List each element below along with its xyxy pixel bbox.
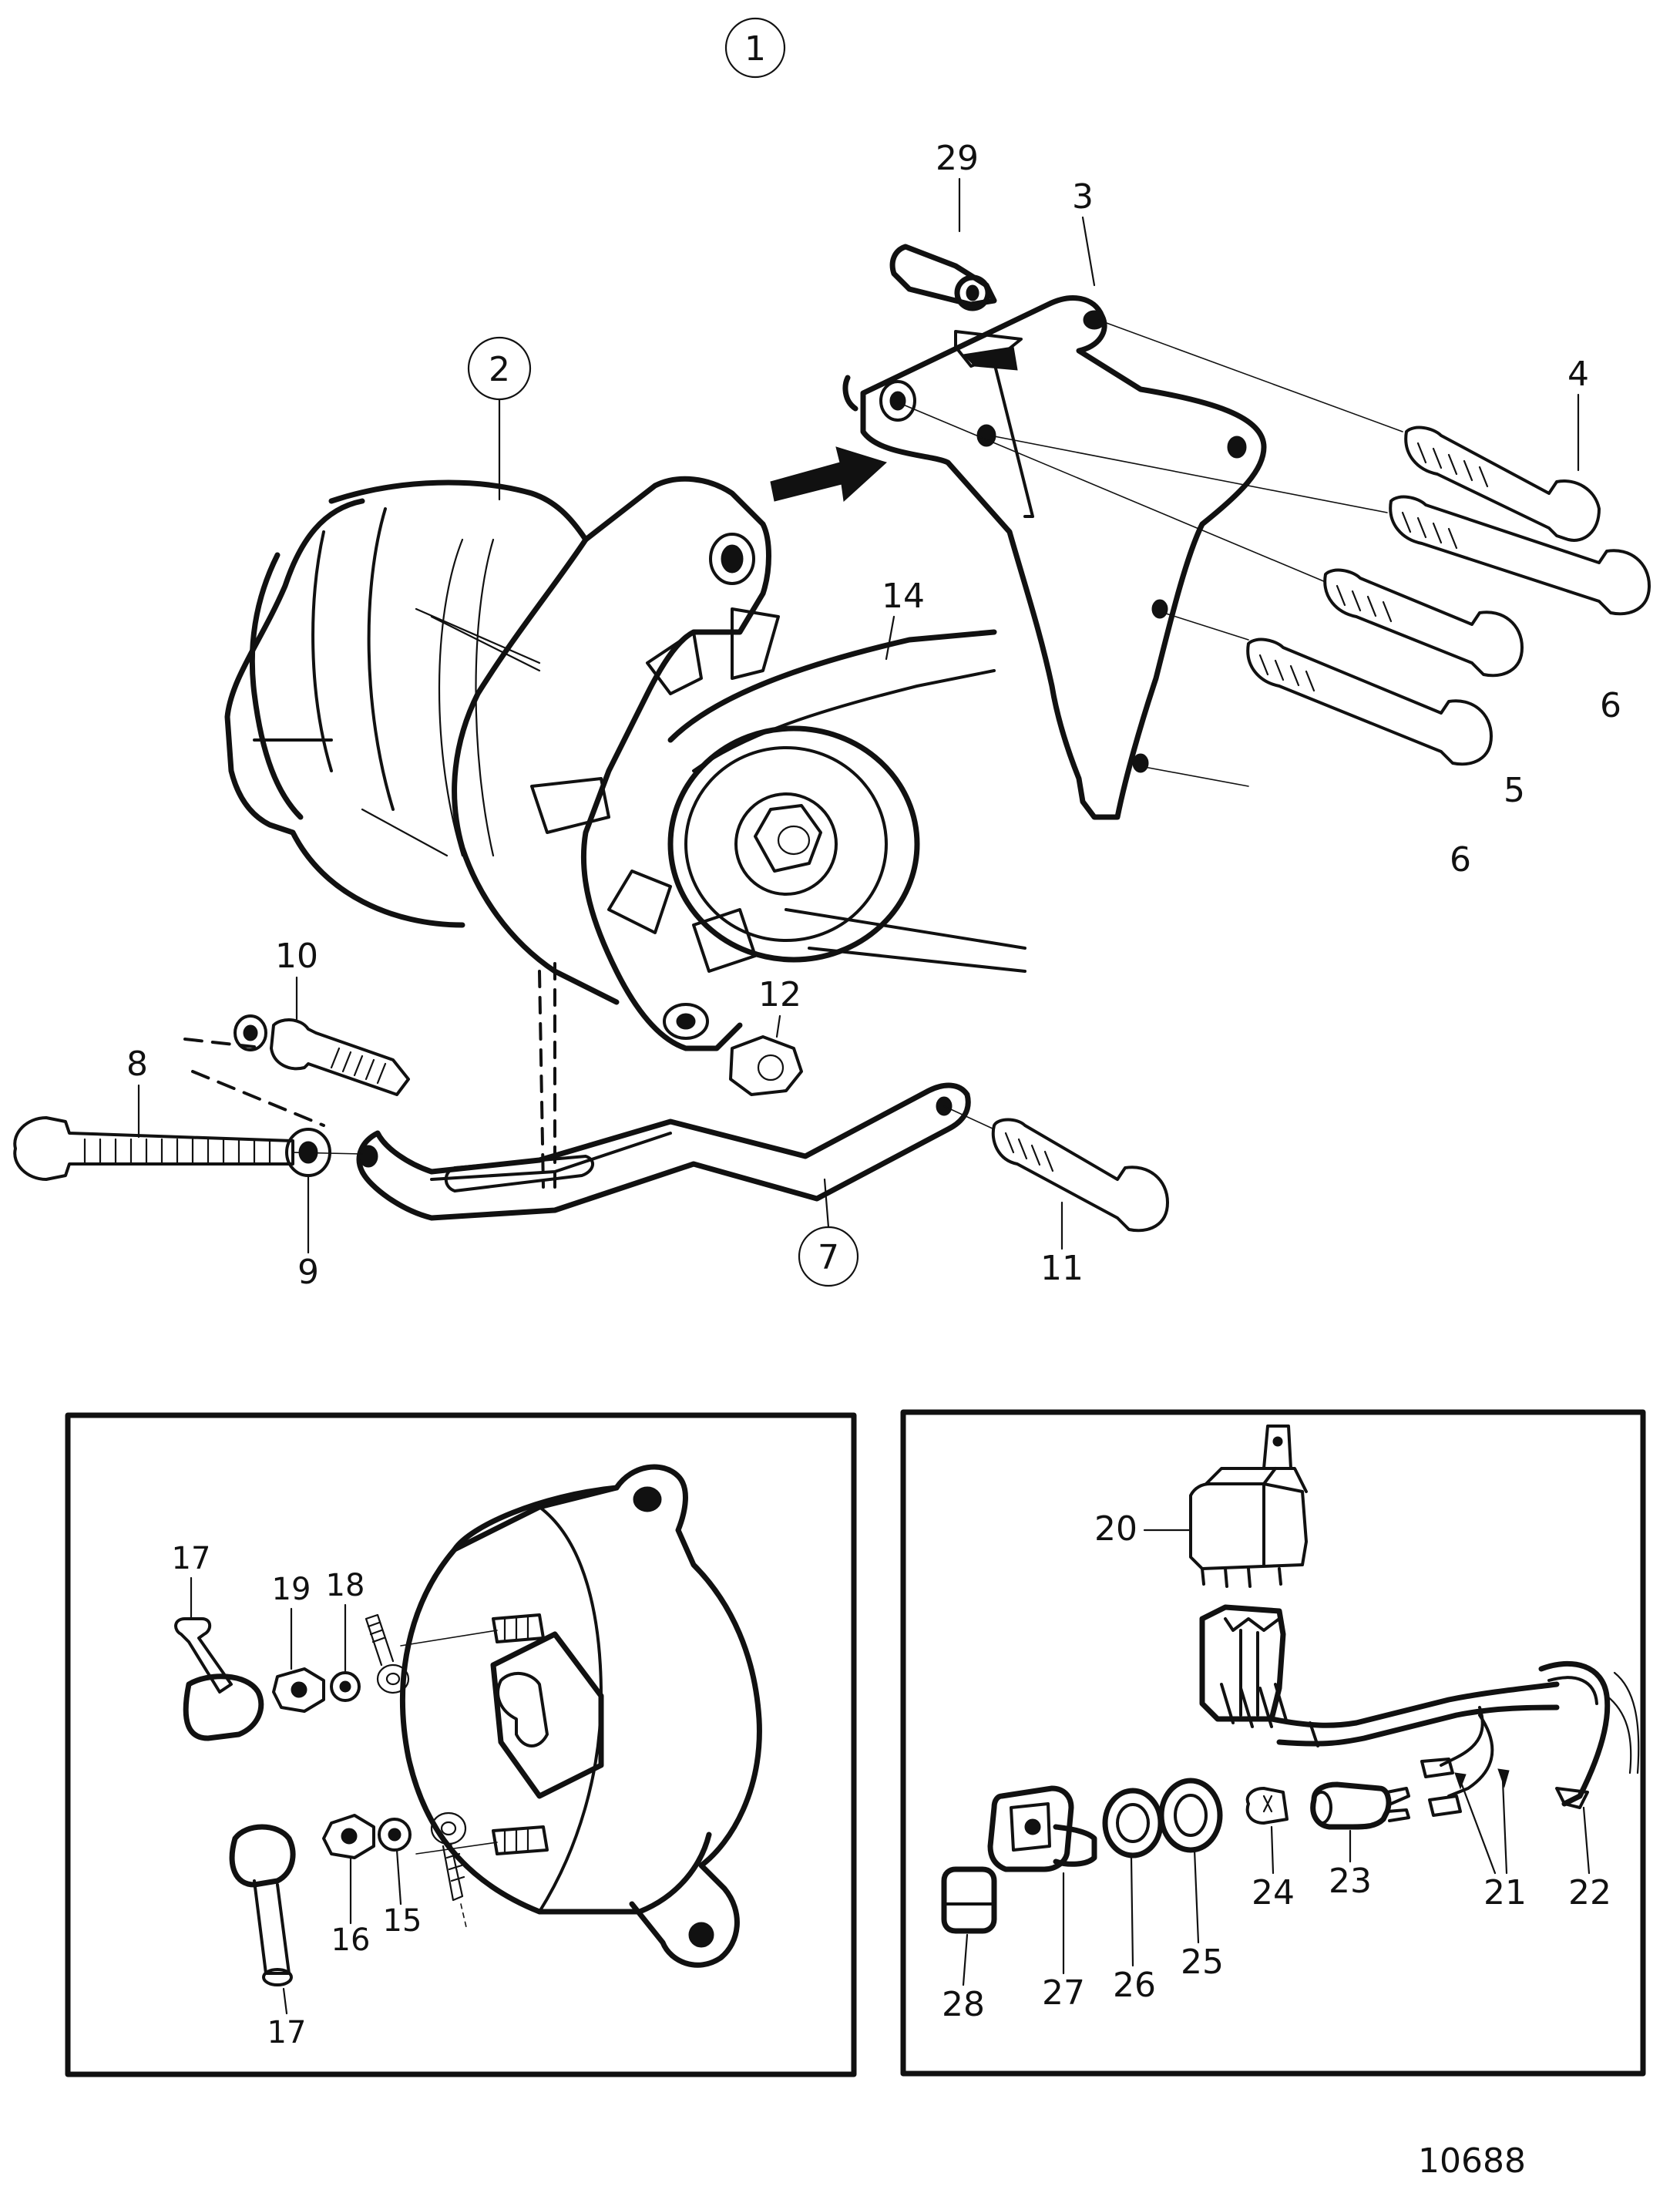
callout-11: 11 [1040, 1201, 1084, 1288]
pivot-bolt [183, 1014, 410, 1127]
svg-text:20: 20 [1094, 1509, 1137, 1549]
svg-text:21: 21 [1483, 1873, 1527, 1912]
svg-text:17: 17 [172, 1541, 211, 1576]
bar-bolt [943, 1105, 1169, 1233]
alternator-body [224, 476, 1026, 1189]
bracket-bolts [897, 319, 1651, 787]
adjusting-bar [356, 1082, 971, 1221]
callout-9: 9 [297, 1174, 319, 1292]
callout-5: 5 [1504, 771, 1525, 810]
svg-text:24: 24 [1252, 1873, 1295, 1912]
svg-text:12: 12 [758, 975, 801, 1014]
figure-number: 10688 [1418, 2141, 1526, 2181]
svg-text:4: 4 [1567, 355, 1589, 394]
svg-text:3: 3 [1072, 177, 1094, 217]
svg-text:5: 5 [1504, 771, 1525, 810]
callout-4: 4 [1567, 355, 1589, 472]
svg-text:28: 28 [942, 1985, 985, 2024]
pivot-nut [729, 1035, 803, 1096]
callout-29: 29 [936, 139, 979, 233]
callout-1: 1 [724, 17, 786, 79]
svg-text:1: 1 [744, 29, 766, 69]
callout-3: 3 [1072, 177, 1096, 287]
svg-text:15: 15 [383, 1903, 422, 1939]
svg-text:8: 8 [126, 1044, 148, 1084]
callout-12: 12 [758, 975, 801, 1038]
callout-10: 10 [275, 937, 318, 1021]
svg-text:6: 6 [1600, 686, 1621, 725]
mounting-arrow [770, 446, 887, 503]
svg-text:9: 9 [297, 1253, 319, 1292]
relay-detail-box: 20 21 22 23 [900, 1409, 1646, 2077]
svg-text:7: 7 [818, 1238, 839, 1277]
svg-text:14: 14 [882, 577, 925, 616]
callout-6-lower: 6 [1450, 840, 1471, 880]
svg-text:2: 2 [489, 350, 510, 389]
svg-text:16: 16 [331, 1922, 371, 1958]
callout-14: 14 [882, 577, 925, 661]
svg-text:19: 19 [272, 1572, 311, 1607]
svg-text:17: 17 [267, 2015, 307, 2050]
svg-text:11: 11 [1040, 1249, 1084, 1288]
svg-text:25: 25 [1181, 1943, 1224, 1982]
svg-text:10: 10 [275, 937, 318, 976]
svg-text:29: 29 [936, 139, 979, 178]
spacer-sleeve [889, 244, 997, 311]
svg-text:27: 27 [1042, 1973, 1085, 2013]
mounting-bracket [842, 295, 1267, 820]
callout-8: 8 [126, 1044, 148, 1139]
svg-text:26: 26 [1113, 1966, 1156, 2005]
svg-text:18: 18 [326, 1568, 365, 1603]
terminal-detail-box: 17 19 18 16 15 17 [65, 1412, 857, 2077]
svg-text:6: 6 [1450, 840, 1471, 880]
svg-text:23: 23 [1329, 1862, 1372, 1901]
callout-7: 7 [798, 1178, 859, 1287]
callout-6-upper: 6 [1600, 686, 1621, 725]
callout-2: 2 [467, 336, 532, 501]
svg-text:22: 22 [1568, 1873, 1611, 1912]
